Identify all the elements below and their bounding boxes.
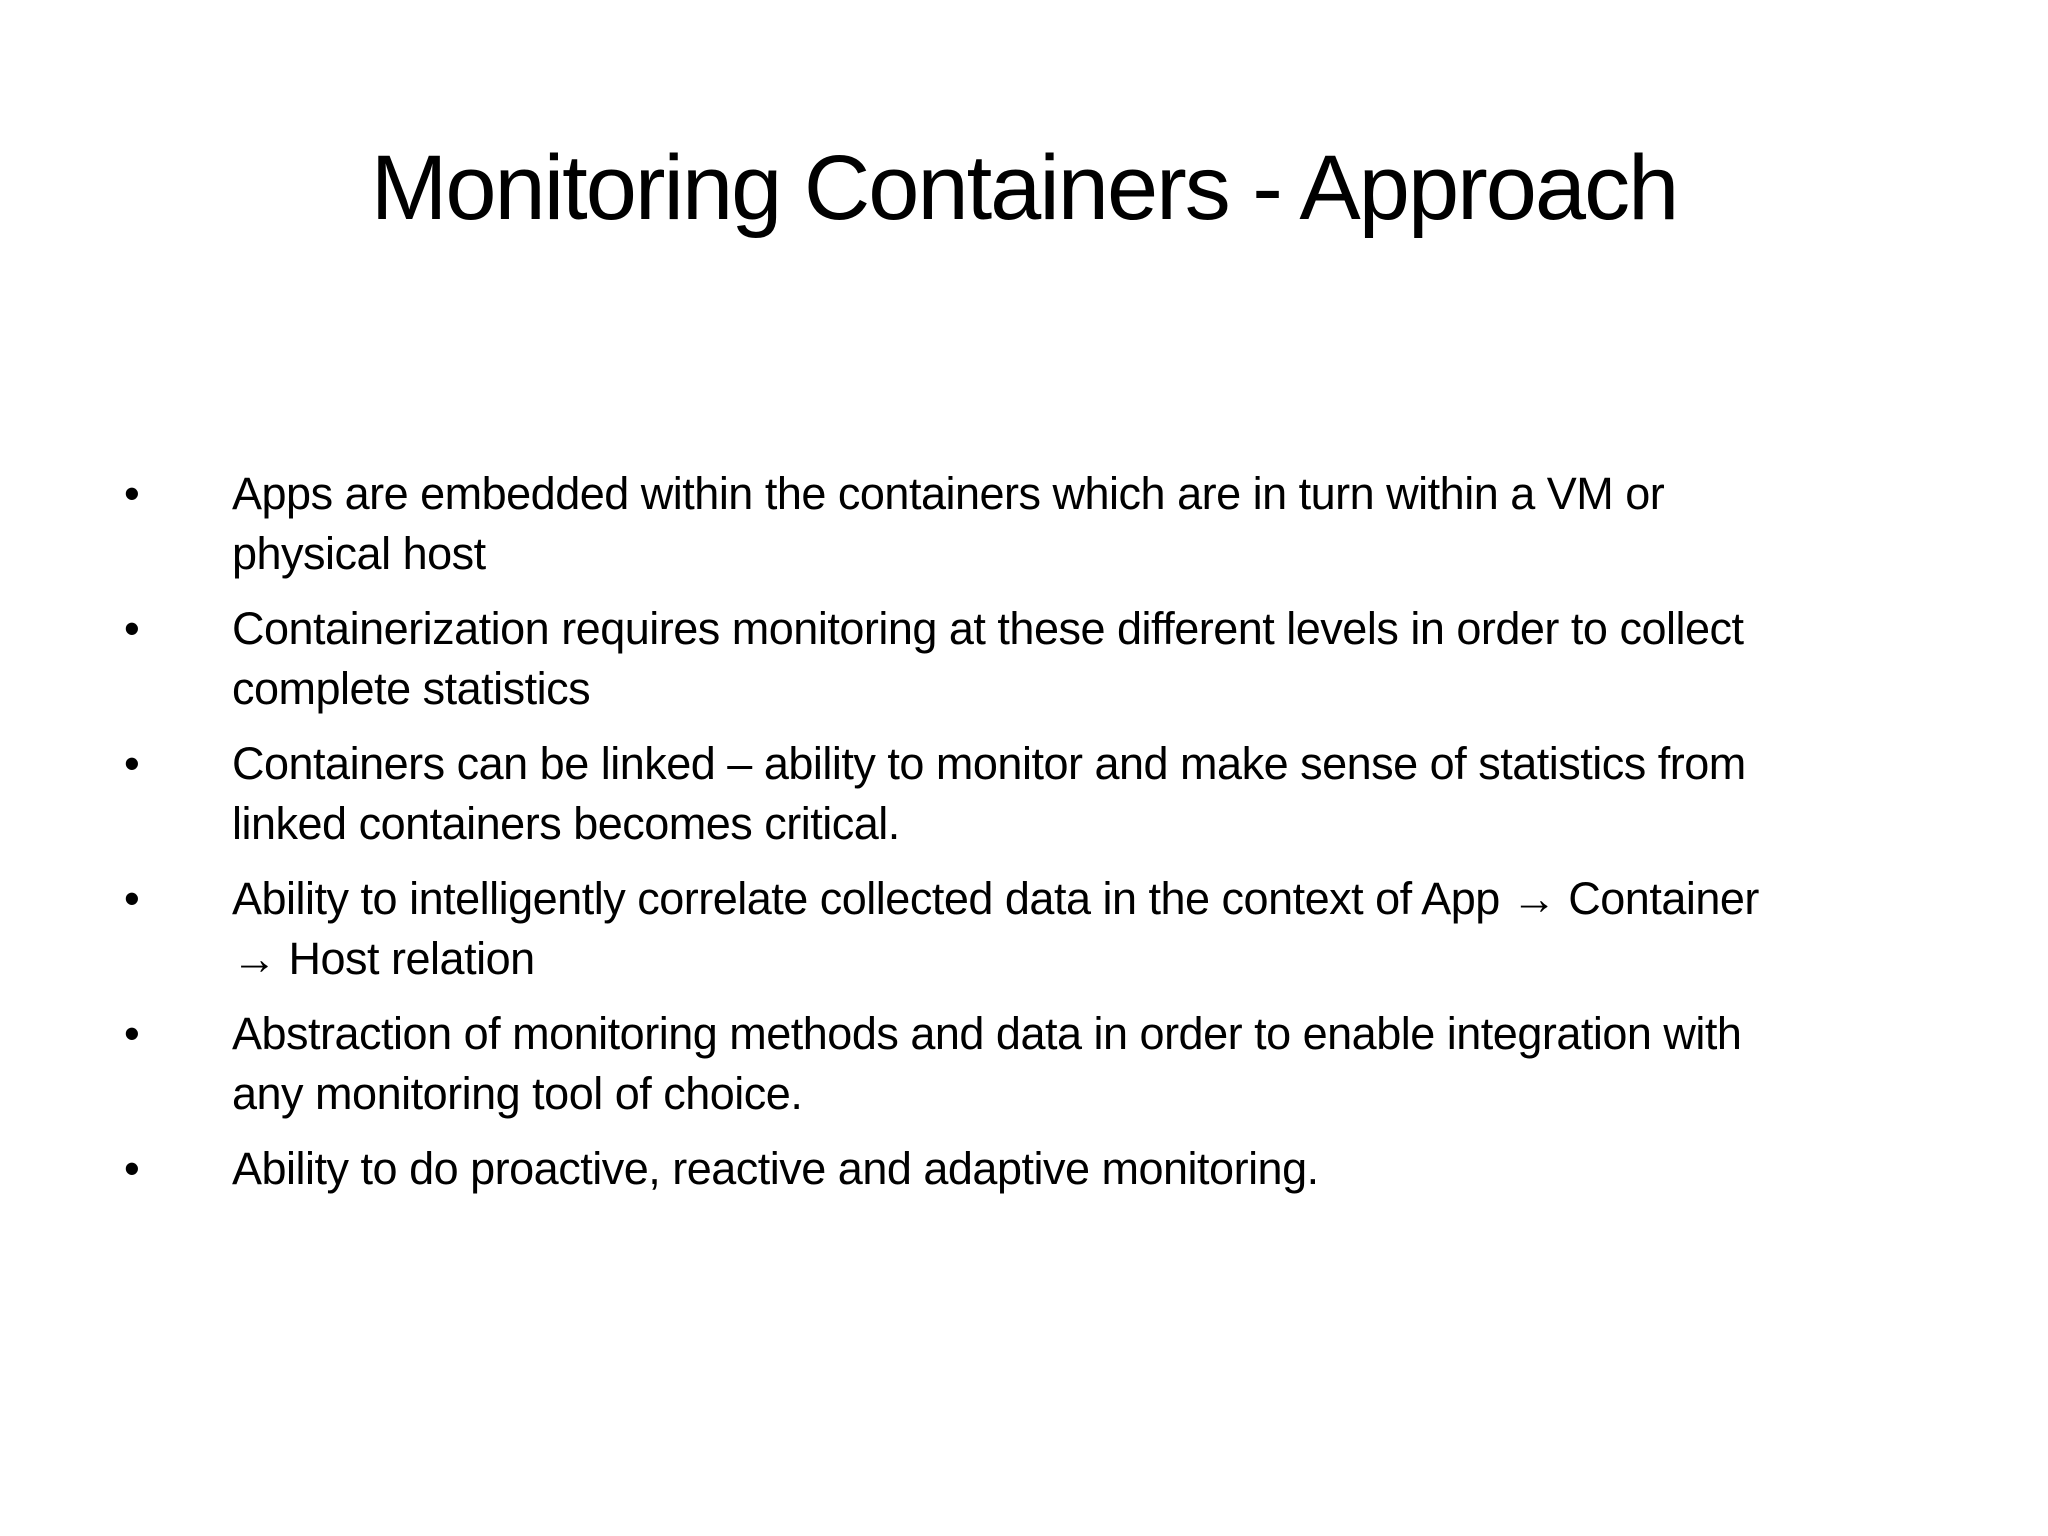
bullet-marker-icon: • xyxy=(124,603,140,654)
bullet-text: Ability to intelligently correlate colle… xyxy=(232,873,1759,984)
bullet-item: • Ability to do proactive, reactive and a… xyxy=(120,1139,1980,1199)
bullet-item: • Ability to intelligently correlate coll… xyxy=(120,869,1980,989)
bullet-marker-icon: • xyxy=(124,468,140,519)
bullet-item: • Abstraction of monitoring methods and d… xyxy=(120,1004,1980,1124)
bullet-item: • Containers can be linked – ability to m… xyxy=(120,734,1980,854)
slide-title: Monitoring Containers - Approach xyxy=(370,137,1680,239)
bullet-marker-icon: • xyxy=(124,738,140,789)
bullet-item: • Apps are embedded within the containers… xyxy=(120,464,1980,584)
bullet-text: Apps are embedded within the containers … xyxy=(232,468,1665,579)
bullet-text: Containers can be linked – ability to mo… xyxy=(232,738,1746,849)
bullet-list: • Apps are embedded within the containers… xyxy=(120,464,1980,1214)
bullet-item: • Containerization requires monitoring at… xyxy=(120,599,1980,719)
bullet-marker-icon: • xyxy=(124,1008,140,1059)
bullet-marker-icon: • xyxy=(124,1143,140,1194)
bullet-text: Ability to do proactive, reactive and ad… xyxy=(232,1143,1319,1194)
bullet-text: Containerization requires monitoring at … xyxy=(232,603,1744,714)
bullet-text: Abstraction of monitoring methods and da… xyxy=(232,1008,1742,1119)
bullet-marker-icon: • xyxy=(124,873,140,924)
